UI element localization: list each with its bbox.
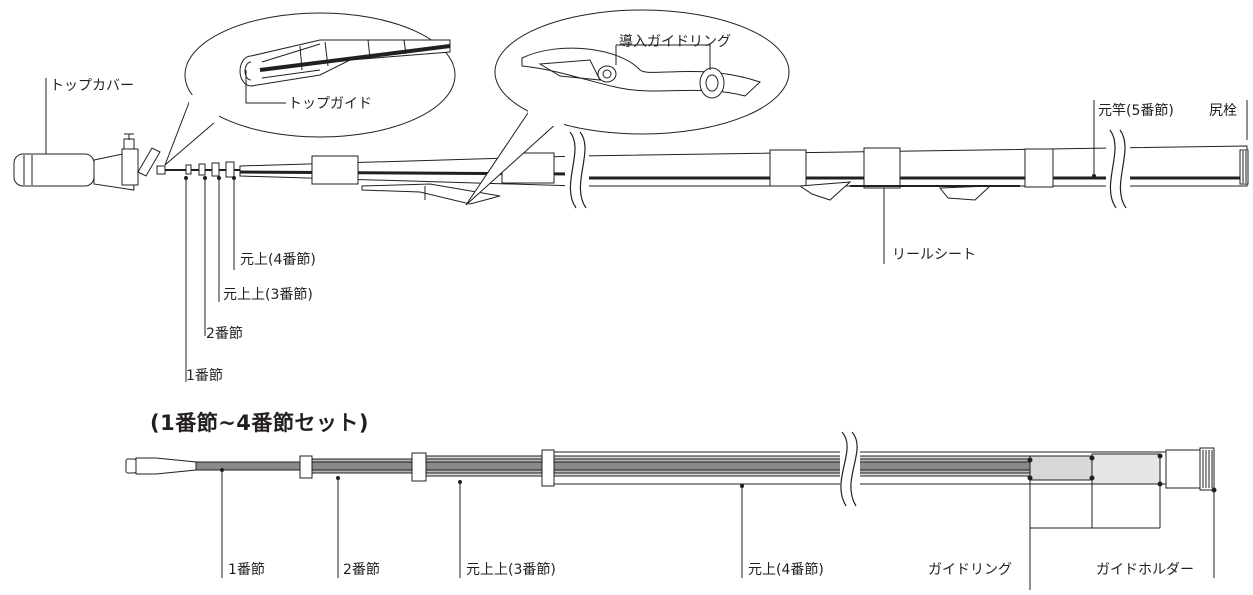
top-cover-label: トップカバー (50, 78, 134, 94)
top-cover (13, 133, 161, 191)
reel-seat-label: リールシート (892, 247, 976, 263)
butt-cap-label: 尻栓 (1209, 103, 1237, 119)
intro-guide-callout (465, 9, 790, 206)
butt-section-label: 元竿(5番節) (1098, 103, 1174, 119)
section-4-label: 元上(4番節) (240, 252, 316, 268)
intro-guide-ring-label: 導入ガイドリング (619, 34, 731, 50)
set-section-1-label: 1番節 (228, 562, 265, 578)
leader-lines-top (45, 78, 1248, 382)
top-guide-label: トップガイド (288, 96, 372, 112)
section-3-label: 元上上(3番節) (223, 287, 313, 303)
rod-set-view (125, 430, 1217, 510)
section-1-label: 1番節 (186, 368, 223, 384)
section-2-label: 2番節 (206, 326, 243, 342)
set-section-4-label: 元上(4番節) (748, 562, 824, 578)
set-section-2-label: 2番節 (343, 562, 380, 578)
guide-holder-label: ガイドホルダー (1096, 562, 1194, 578)
set-section-3-label: 元上上(3番節) (466, 562, 556, 578)
top-guide-callout (164, 12, 456, 166)
main-rod-body (239, 145, 1249, 189)
set-title: (1番節~4番節セット) (150, 411, 370, 435)
leader-lines-bottom (220, 468, 1215, 590)
tip-sections (156, 161, 240, 178)
reel-seat (361, 181, 1020, 205)
break-mark (565, 128, 1130, 210)
guide-ring-label: ガイドリング (928, 562, 1012, 578)
